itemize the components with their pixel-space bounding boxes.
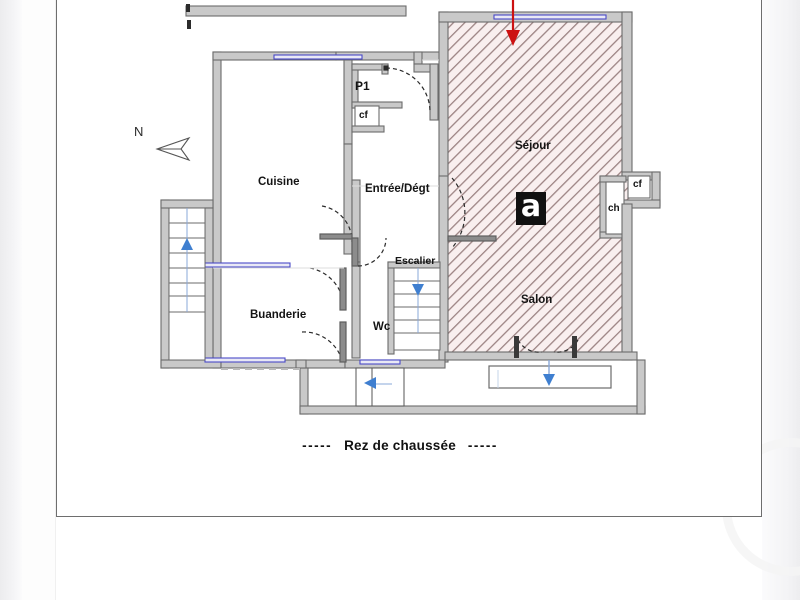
- door-symbols: [301, 65, 579, 363]
- room-label-buanderie: Buanderie: [250, 309, 307, 321]
- garage-strip: [355, 367, 405, 407]
- annotation-p1: P1: [355, 79, 370, 93]
- annotation-cf-left: cf: [359, 110, 368, 121]
- entry-direction-arrow: [506, 0, 520, 46]
- terrace-strip: [488, 360, 612, 389]
- annotation-cf-right: cf: [633, 179, 642, 190]
- annotation-ch: ch: [608, 203, 620, 214]
- room-label-entree-degt: Entrée/Dégt: [365, 183, 430, 195]
- viewer-left-gutter: [0, 0, 22, 600]
- level-caption-dashes-right: -----: [467, 438, 498, 453]
- level-caption-text: Rez de chaussée: [344, 438, 456, 453]
- agency-logo-badge: a: [516, 192, 546, 225]
- room-label-escalier: Escalier: [395, 255, 436, 267]
- room-label-sejour: Séjour: [515, 140, 551, 152]
- level-caption-dashes-left: -----: [302, 438, 333, 453]
- viewer-page-margin: [22, 0, 56, 600]
- room-label-salon: Salon: [521, 294, 553, 306]
- level-caption: ----- Rez de chaussée -----: [0, 438, 800, 453]
- room-label-wc: Wc: [373, 321, 391, 333]
- stair-left: [168, 207, 206, 361]
- north-label: N: [134, 124, 144, 139]
- stair-center: [393, 267, 441, 351]
- north-arrow-icon: [155, 136, 191, 162]
- property-dashed-line: [213, 59, 439, 370]
- room-label-cuisine: Cuisine: [258, 176, 300, 188]
